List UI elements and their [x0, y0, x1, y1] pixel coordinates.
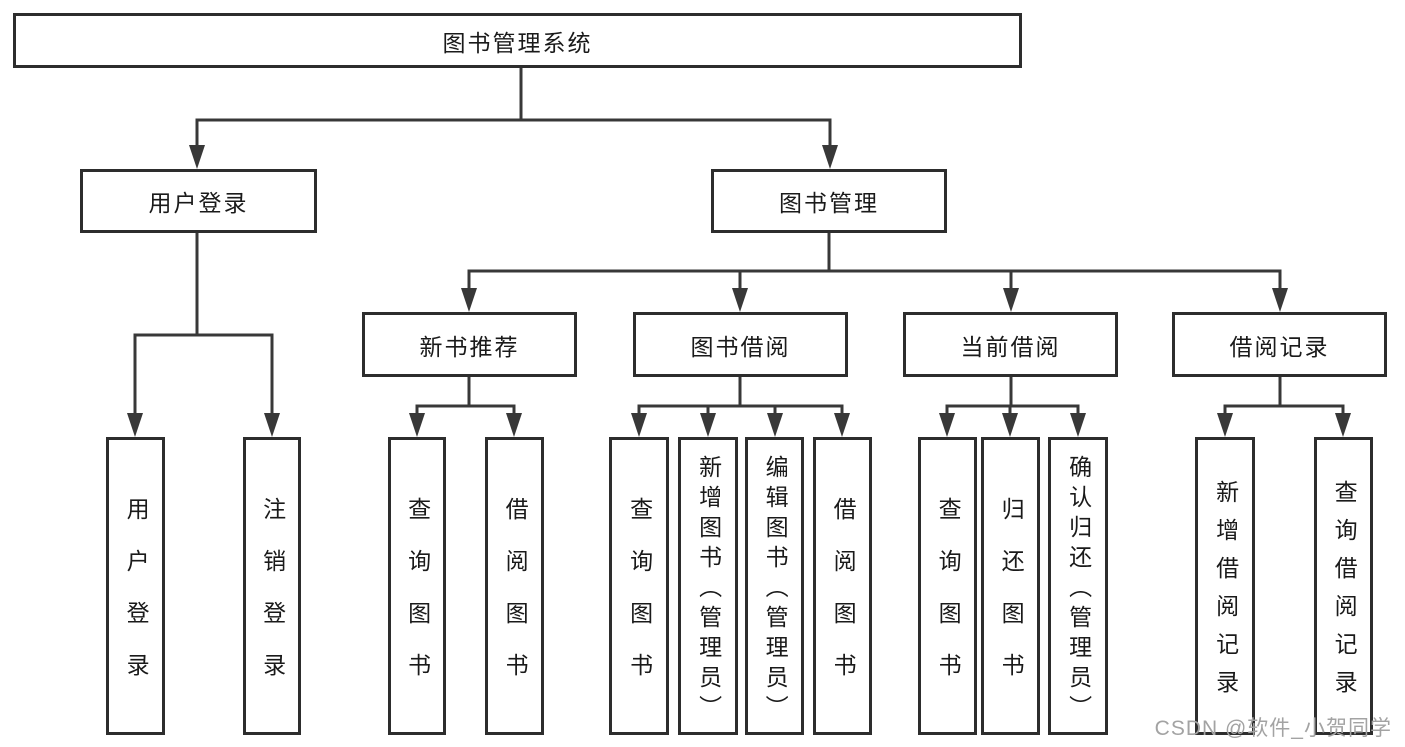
leaf-add-borrow-record-label: 新增借阅记录 [1212, 480, 1239, 708]
csdn-watermark: CSDN @软件_小贺同学 [1154, 717, 1392, 740]
leaf-query-borrow-record: 查询借阅记录 [1314, 437, 1373, 735]
node-current-borrow-label: 当前借阅 [960, 333, 1061, 360]
leaf-edit-books-admin: 编辑图书（管理员） [745, 437, 804, 735]
leaf-borrow-books-recommend: 借阅图书 [485, 437, 544, 735]
leaf-logout-label: 注销登录 [259, 497, 286, 705]
leaf-return-books-label: 归还图书 [998, 497, 1025, 705]
leaf-query-borrow-record-label: 查询借阅记录 [1331, 480, 1358, 708]
node-root-label: 图书管理系统 [442, 29, 593, 56]
leaf-user-login: 用户登录 [106, 437, 165, 735]
node-book-management-label: 图书管理 [779, 190, 879, 216]
node-book-borrow-label: 图书借阅 [690, 333, 791, 360]
leaf-add-books-admin-label: 新增图书（管理员） [695, 455, 722, 725]
leaf-query-books-recommend-label: 查询图书 [404, 497, 431, 705]
node-new-book-recommend-label: 新书推荐 [419, 333, 520, 360]
leaf-query-books-current-label: 查询图书 [935, 497, 962, 705]
leaf-edit-books-admin-label: 编辑图书（管理员） [762, 455, 789, 725]
leaf-borrow-books: 借阅图书 [813, 437, 872, 735]
leaf-query-books-current: 查询图书 [918, 437, 977, 735]
leaf-logout: 注销登录 [243, 437, 301, 735]
node-current-borrow: 当前借阅 [903, 312, 1118, 377]
leaf-query-books-recommend: 查询图书 [388, 437, 446, 735]
leaf-add-books-admin: 新增图书（管理员） [678, 437, 738, 735]
node-user-login-label: 用户登录 [148, 190, 249, 216]
node-new-book-recommend: 新书推荐 [362, 312, 577, 377]
node-user-login: 用户登录 [80, 169, 317, 233]
leaf-confirm-return-admin-label: 确认归还（管理员） [1065, 455, 1092, 725]
node-book-borrow: 图书借阅 [633, 312, 848, 377]
leaf-confirm-return-admin: 确认归还（管理员） [1048, 437, 1108, 735]
leaf-query-books-borrow-label: 查询图书 [626, 497, 653, 705]
arrowheads [127, 145, 1351, 437]
node-book-management: 图书管理 [711, 169, 947, 233]
leaf-add-borrow-record: 新增借阅记录 [1195, 437, 1255, 735]
node-root-library-system: 图书管理系统 [13, 13, 1022, 68]
node-borrow-records-label: 借阅记录 [1229, 333, 1330, 360]
node-borrow-records: 借阅记录 [1172, 312, 1387, 377]
leaf-user-login-label: 用户登录 [123, 497, 150, 705]
leaf-borrow-books-recommend-label: 借阅图书 [502, 497, 529, 705]
leaf-query-books-borrow: 查询图书 [609, 437, 669, 735]
leaf-borrow-books-label: 借阅图书 [830, 497, 857, 705]
leaf-return-books: 归还图书 [981, 437, 1040, 735]
